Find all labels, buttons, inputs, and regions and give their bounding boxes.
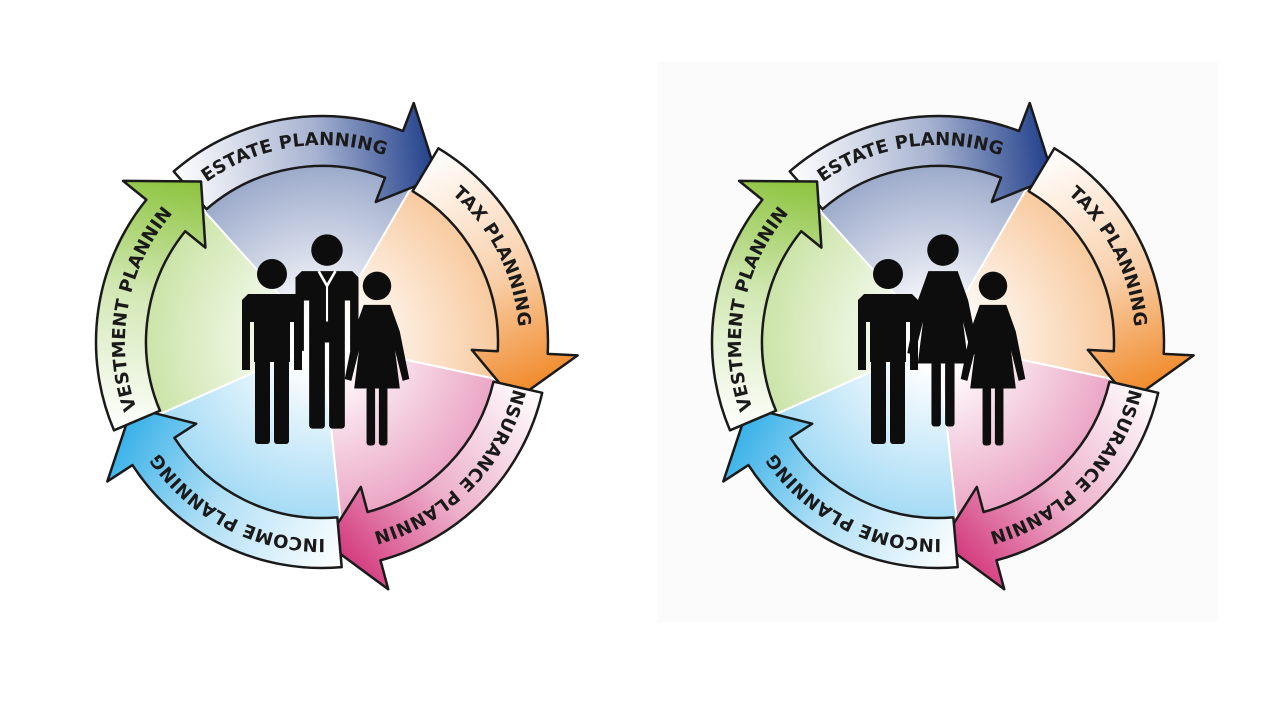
family-figures <box>858 234 1026 446</box>
cycle-arrows <box>710 101 1195 591</box>
estate-arrow <box>172 101 439 211</box>
cycle-arrows <box>94 101 579 591</box>
insurance-arrow <box>324 380 544 591</box>
income-arrow <box>722 406 959 570</box>
estate-arrow <box>788 101 1055 211</box>
income-arrow <box>106 406 343 570</box>
woman-figure <box>344 271 410 446</box>
woman-figure <box>907 234 979 427</box>
investment-arrow <box>710 179 823 432</box>
tax-arrow <box>1027 147 1195 403</box>
investment-arrow <box>94 179 207 432</box>
family-figures <box>242 234 410 446</box>
man-figure <box>242 259 302 444</box>
insurance-arrow <box>940 380 1160 591</box>
man-in-suit-figure <box>295 234 359 429</box>
man-figure <box>858 259 918 444</box>
tax-arrow <box>411 147 579 403</box>
pie-wedges <box>145 165 499 519</box>
woman-figure <box>960 271 1026 446</box>
